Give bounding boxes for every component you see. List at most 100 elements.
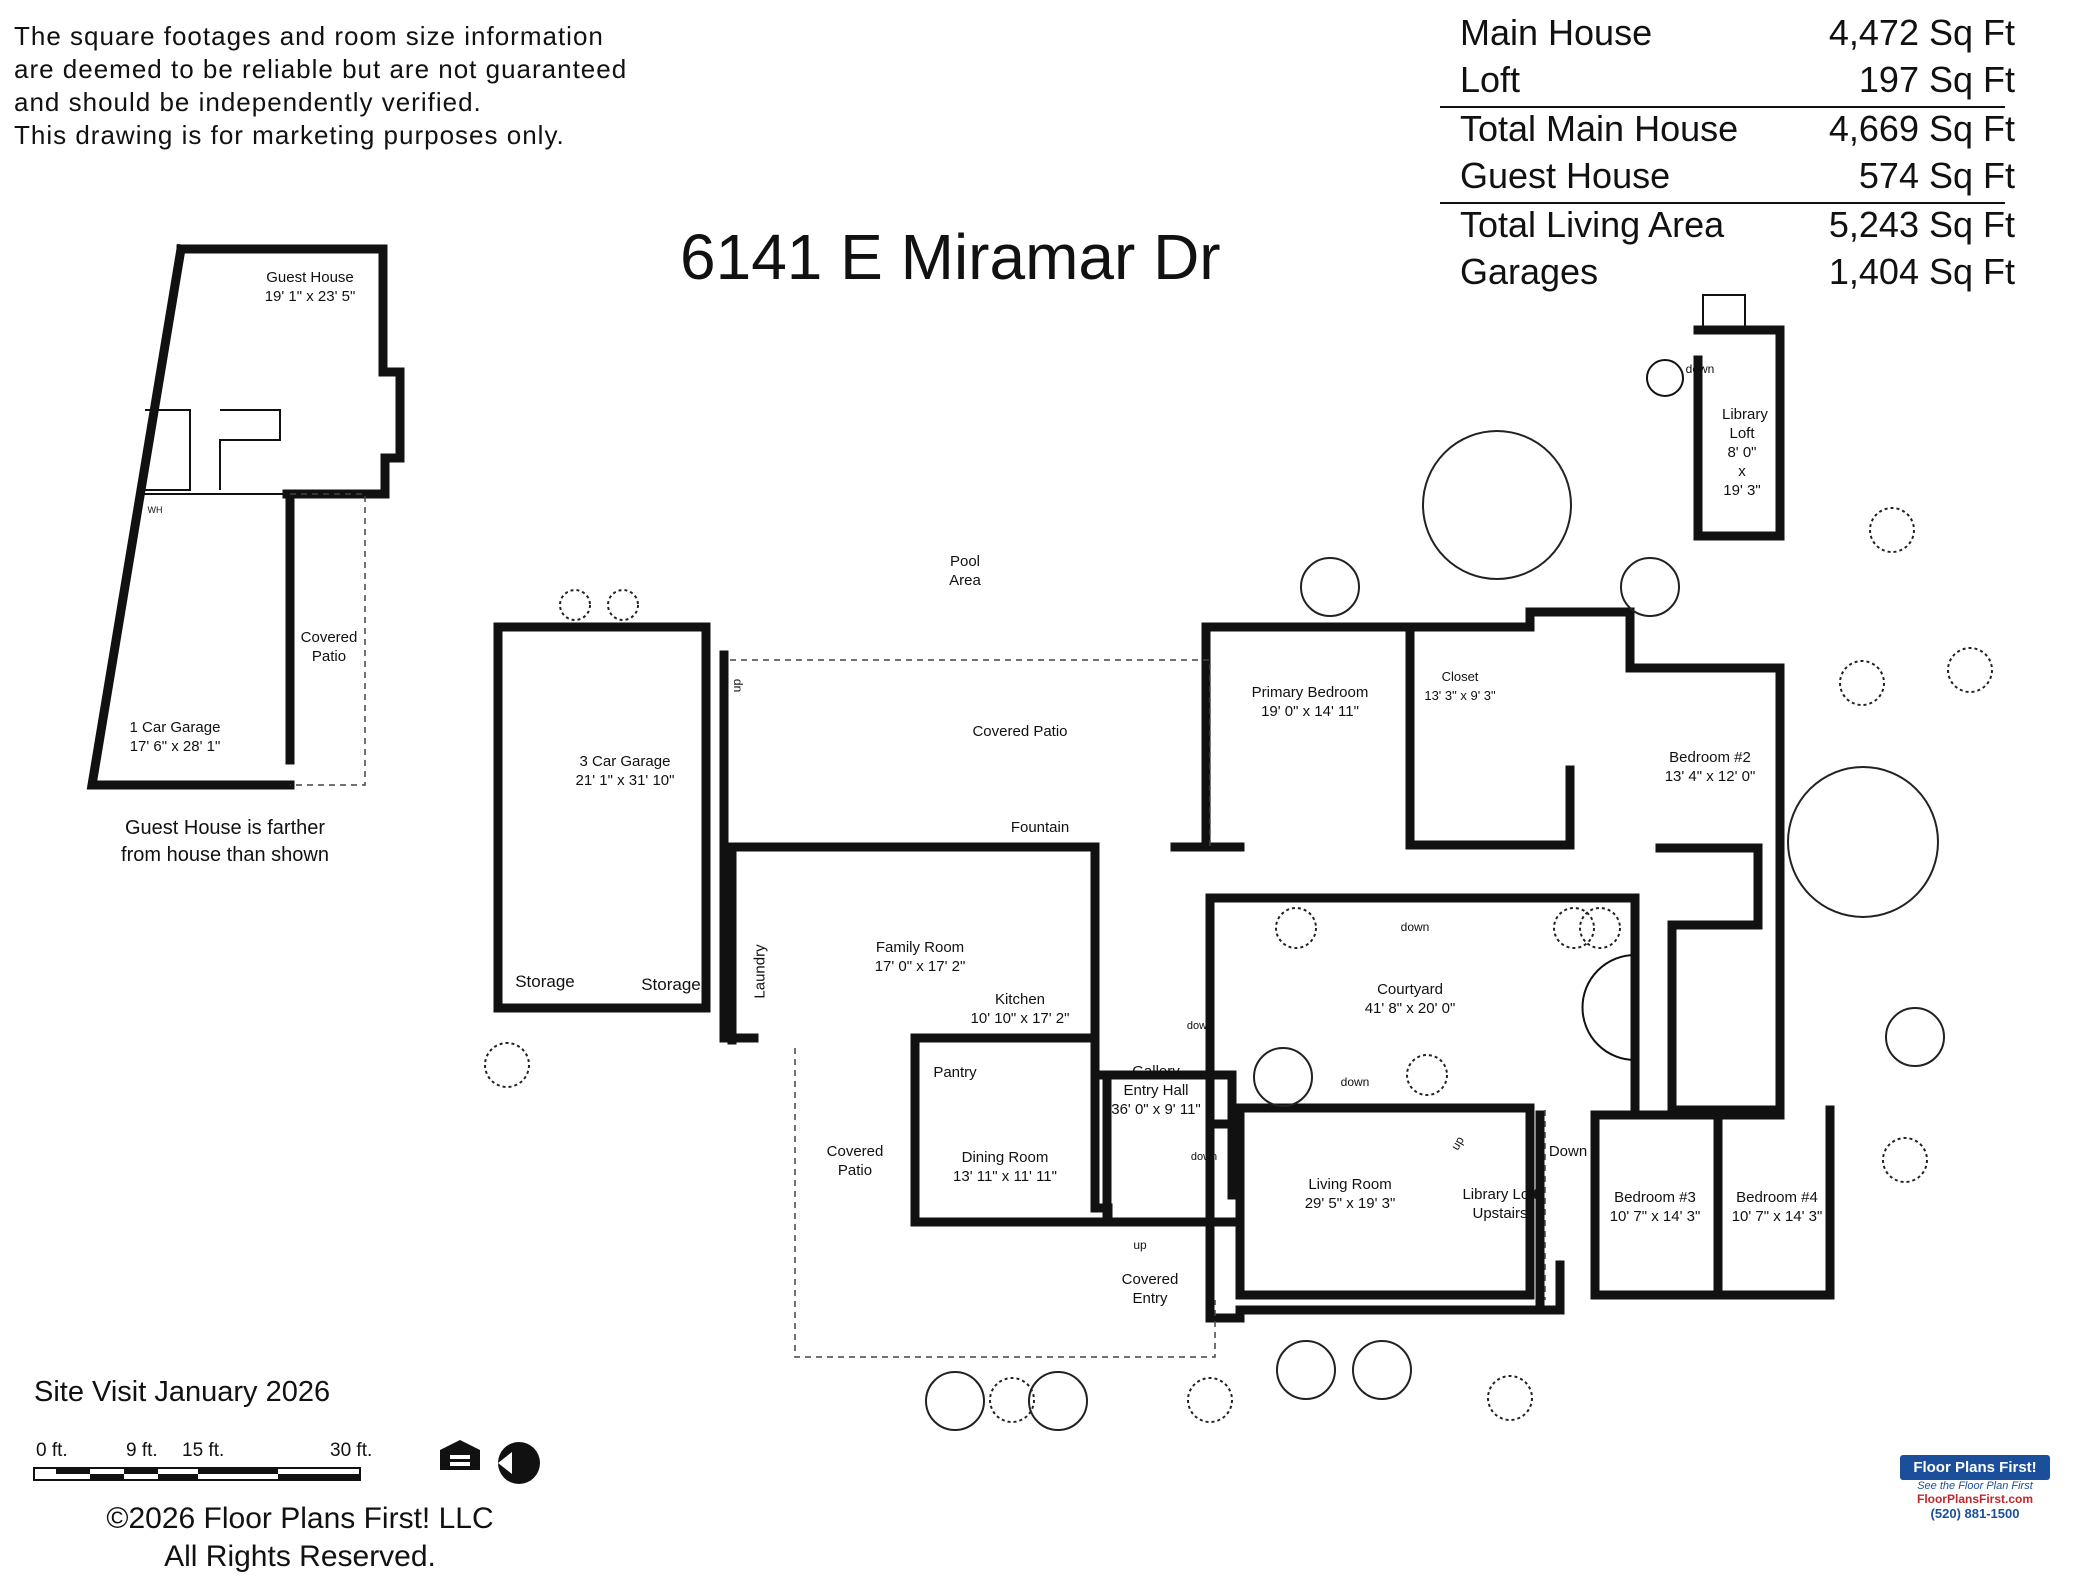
scale-tick-label: 9 ft. [126,1440,158,1461]
room-name: Family Room [875,939,965,956]
shrub-icon [1839,660,1885,706]
room-size: 17' 0" x 17' 2" [874,958,966,975]
room-size: x [1738,463,1746,480]
room-living-room: Living Room 29' 5" x 19' 3" [1290,1175,1410,1213]
disclaimer-line: This drawing is for marketing purposes o… [14,120,565,150]
property-address-title: 6141 E Miramar Dr [680,221,1221,293]
room-closet: Closet 13' 3" x 9' 3" [1410,667,1510,705]
stair-up-label: up [729,678,744,693]
stair-down-label: down [1186,1020,1214,1032]
room-pantry: Pantry [933,1064,977,1081]
room-storage: Storage [641,975,701,994]
disclaimer-line: and should be independently verified. [14,87,482,117]
area-covered-entry: Covered Entry [1121,1271,1179,1307]
room-covered-patio-north: Covered Patio [972,723,1068,740]
main-house-walls [493,607,1835,1323]
stair-down-label: Down [1548,1143,1588,1160]
area-value: 574 Sq Ft [1858,155,2015,196]
area-row: Garages 1,404 Sq Ft [1440,251,2015,298]
room-size: 10' 10" x 17' 2" [970,1010,1070,1027]
stair-up-label: up [1133,1238,1147,1252]
room-size: 17' 6" x 28' 1" [129,738,221,755]
room-size: 36' 0" x 9' 11" [1111,1101,1201,1118]
room-library-loft-upstairs: Library Loft Upstairs [1462,1186,1538,1222]
area-row: Total Main House 4,669 Sq Ft [1440,108,2015,155]
shrub-icon [989,1377,1035,1423]
library-loft-walls [1646,294,1785,541]
area-value: 4,669 Sq Ft [1828,108,2015,149]
room-covered-patio-guest: Covered Patio [300,629,358,665]
room-size: 13' 11" x 11' 11" [953,1168,1057,1185]
equal-housing-icon [440,1440,480,1470]
room-size: 8' 0" [1727,444,1757,461]
site-visit-note: Site Visit January 2026 [34,1376,331,1408]
disclaimer-line: The square footages and room size inform… [14,21,604,51]
scale-bar [33,1467,361,1481]
room-gallery-entry-hall: Gallery Entry Hall 36' 0" x 9' 11" [1106,1062,1206,1119]
area-pool: Pool Area [949,553,981,589]
tree-icon [1253,1047,1313,1107]
tree-icon [1885,1007,1945,1067]
room-name: 1 Car Garage [129,719,221,736]
guest-house-note: Guest House is farther from house than s… [100,815,350,869]
room-name: Courtyard [1377,981,1443,998]
room-size: 10' 7" x 14' 3" [1609,1208,1701,1225]
shrub-icon [1553,907,1595,949]
note-line: Guest House is farther [124,817,326,839]
room-primary-bedroom: Primary Bedroom 19' 0" x 14' 11" [1235,683,1385,721]
shrub-icon [559,589,591,621]
tree-icon [1276,1340,1336,1400]
area-row: Main House 4,472 Sq Ft [1440,12,2015,59]
area-summary-table: Main House 4,472 Sq Ft Loft 197 Sq Ft To… [1440,12,2015,298]
scale-tick-label: 0 ft. [36,1440,68,1461]
stair-down-label: down [1685,362,1715,376]
room-name: Bedroom #2 [1669,749,1751,766]
shrub-icon [1882,1137,1928,1183]
tree-icon [1620,557,1680,617]
disclaimer: The square footages and room size inform… [14,20,627,152]
shrub-icon [1187,1377,1233,1423]
floor-plans-first-logo: Floor Plans First! See the Floor Plan Fi… [1900,1455,2050,1521]
tree-icon [1352,1340,1412,1400]
scale-tick-label: 15 ft. [182,1440,225,1461]
shrub-icon [1406,1054,1448,1096]
room-name: Bedroom #4 [1736,1189,1818,1206]
room-size: 19' 1" x 23' 5" [264,288,356,305]
copyright-line: All Rights Reserved. [164,1540,436,1573]
shrub-icon [1947,647,1993,693]
room-name: Closet [1441,669,1479,684]
area-label: Loft [1460,59,1521,100]
room-name: Library Loft [1722,406,1768,442]
stair-down-label: down [1400,920,1430,934]
room-library-loft: Library Loft 8' 0" x 19' 3" [1706,405,1778,500]
room-name: Dining Room [961,1149,1049,1166]
room-name: Bedroom #3 [1614,1189,1696,1206]
courtyard-fountain-arc [1581,954,1636,1061]
brand-name: Floor Plans First! [1900,1455,2050,1480]
room-size: 13' 3" x 9' 3" [1424,688,1496,703]
room-bedroom-4: Bedroom #4 10' 7" x 14' 3" [1722,1188,1832,1226]
area-value: 4,472 Sq Ft [1828,12,2015,53]
guest-house-walls [86,243,405,790]
room-1-car-garage: 1 Car Garage 17' 6" x 28' 1" [100,718,250,756]
area-value: 1,404 Sq Ft [1828,251,2015,292]
room-3-car-garage: 3 Car Garage 21' 1" x 31' 10" [560,752,690,790]
shrub-icon [1487,1375,1533,1421]
area-row: Guest House 574 Sq Ft [1440,155,2015,202]
water-heater-label: WH [147,505,163,515]
area-value: 197 Sq Ft [1858,59,2015,100]
room-dining-room: Dining Room 13' 11" x 11' 11" [935,1148,1075,1186]
room-size: 10' 7" x 14' 3" [1731,1208,1823,1225]
area-row: Loft 197 Sq Ft [1440,59,2015,106]
room-name: 3 Car Garage [579,753,671,770]
room-bedroom-3: Bedroom #3 10' 7" x 14' 3" [1600,1188,1710,1226]
room-covered-patio-south: Covered Patio [826,1143,884,1179]
tree-icon [1300,557,1360,617]
shrub-icon [1275,907,1317,949]
room-name: Gallery Entry Hall [1123,1063,1189,1099]
room-size: 29' 5" x 19' 3" [1304,1195,1396,1212]
room-size: 19' 3" [1723,482,1761,499]
shrub-icon [607,589,639,621]
room-kitchen: Kitchen 10' 10" x 17' 2" [960,990,1080,1028]
